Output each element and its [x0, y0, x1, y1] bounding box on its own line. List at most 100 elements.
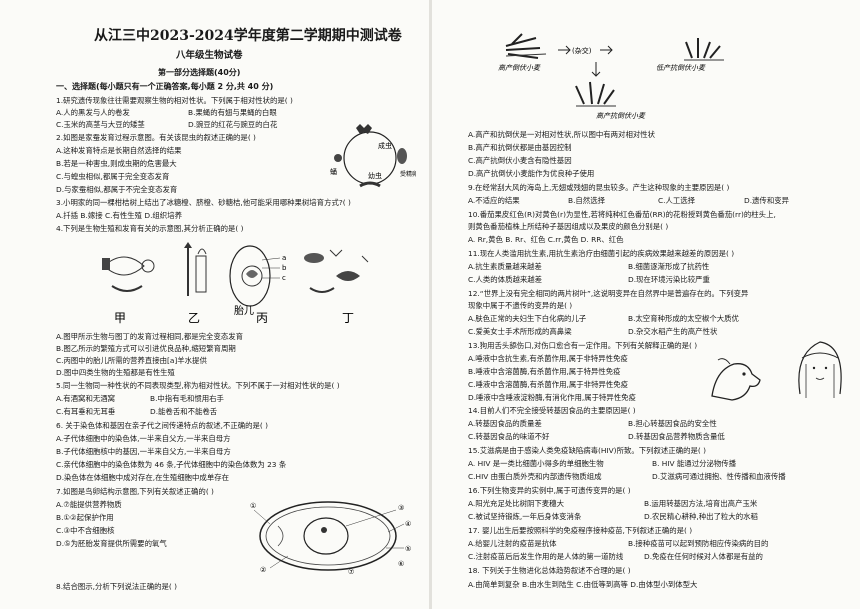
- q14-option-d: D.转基因食品营养物质含量低: [628, 432, 725, 441]
- fig2-label-egg: 受精卵: [400, 170, 416, 178]
- q1-option-b: B.果蝇的有翅与果蝇的白眼: [188, 108, 277, 117]
- q15-stem: 15.艾滋病是由于感染人类免疫缺陷病毒(HIV)所致。下列叙述正确的是( ): [468, 446, 706, 455]
- q11-option-a: A.抗生素质量越来越差: [468, 262, 542, 271]
- q2-option-a: A.这种发育特点是长期自然选择的结果: [56, 146, 182, 155]
- q12-stem-2: 现象中属于不遗传的变异的是( ): [468, 301, 573, 310]
- q12-option-c: C.爱美女士手术所形成的高鼻梁: [468, 327, 572, 336]
- q13-option-b: B.唾液中含溶菌酶,有杀菌作用,属于特异性免疫: [468, 367, 621, 376]
- fig2-label-pupa: 蛹: [330, 167, 337, 176]
- q6-option-c: C.亲代体细胞中的染色体数为 46 条,子代体细胞中的染色体数为 23 条: [56, 460, 287, 469]
- exam-title: 从江三中2023-2024学年度第二学期期中测试卷: [94, 28, 402, 44]
- q14-option-b: B.担心转基因食品的安全性: [628, 419, 717, 428]
- q9-option-d: D.遗传和变异: [744, 196, 789, 205]
- egg-label-5: ⑤: [405, 545, 411, 553]
- q11-option-c: C.人类的体质越来越差: [468, 275, 543, 284]
- q13-stem: 13.狗用舌头舔伤口,对伤口愈合有一定作用。下列有关解释正确的是( ): [468, 341, 698, 350]
- q2-stem: 2.如图是家蚕发育过程示意图。有关该昆虫的叙述正确的是( ): [56, 133, 256, 142]
- fig4-label-ding: 丁: [342, 311, 354, 325]
- q17-stem: 17. 婴儿出生后要按照科学的免疫程序接种疫苗,下列叙述正确的是( ): [468, 526, 693, 535]
- q8-stem: 8.结合图示,分析下列说法正确的是( ): [56, 582, 177, 591]
- q12-option-b: B.太空育种形成的太空椒个大质优: [628, 314, 739, 323]
- q4-option-d: D.图中四类生物的生殖都是有性生殖: [56, 368, 175, 377]
- q15-option-a: A. HIV 是一类比细菌小得多的单细胞生物: [468, 459, 604, 468]
- q14-option-c: C.转基因食品的味道不好: [468, 432, 550, 441]
- bird-egg-figure: ① ② ③ ④ ⑤ ⑥ ⑦: [250, 501, 411, 576]
- q17-option-d: D.免疫在任何时候对人体都是有益的: [644, 552, 763, 561]
- q7-option-b: B.①②起保护作用: [56, 513, 114, 522]
- q8-option-d: D.高产抗倒伏小麦能作为优良种子使用: [468, 169, 595, 178]
- q4-figure-strip: a b c 胎儿 甲 乙 丙 丁: [102, 242, 369, 325]
- q5-option-b: B.中指有毛和惯用右手: [150, 394, 224, 403]
- q9-stem: 9.在经常刮大风的海岛上,无翅或残翅的昆虫较多。产生这种现象的主要原因是( ): [468, 183, 730, 192]
- q4-stem: 4.下列是生物生殖和发育有关的示意图,其分析正确的是( ): [56, 224, 244, 233]
- q18-options: A.由简单到复杂 B.由水生到陆生 C.由低等到高等 D.由体型小到体型大: [468, 580, 698, 589]
- section1-heading: 一、选择题(每小题只有一个正确答案,每小题 2 分,共 40 分): [56, 82, 274, 91]
- q7-option-c: C.③中不含细胞核: [56, 526, 115, 535]
- q4-option-c: C.丙图中的胎儿所需的营养直接由[a]羊水提供: [56, 356, 207, 365]
- arrow-down-icon: [591, 62, 601, 77]
- q15-option-b: B. HIV 能通过分泌物传播: [652, 459, 737, 468]
- fig4-label-jia: 甲: [114, 311, 126, 325]
- arrow-right-icon-2: [600, 45, 613, 55]
- q15-option-c: C.HIV 由蛋白质外壳和内部遗传物质组成: [468, 472, 602, 481]
- girl-figure: [798, 341, 842, 398]
- q16-option-d: D.农民精心耕种,种出了粒大的水稻: [644, 512, 758, 521]
- q14-stem: 14.目前人们不完全接受转基因食品的主要原因是( ): [468, 406, 636, 415]
- q10-options: A. Rr,黄色 B. Rr、红色 C.rr,黄色 D. RR、红色: [468, 235, 624, 244]
- q12-stem: 12.“世界上没有完全相同的两片树叶”,这说明变异在自然界中是普遍存在的。下列变…: [468, 289, 749, 298]
- q13-option-a: A.唾液中含抗生素,有杀菌作用,属于非特异性免疫: [468, 354, 628, 363]
- q11-option-b: B.细菌逐渐形成了抗药性: [628, 262, 710, 271]
- left-page: 从江三中2023-2024学年度第二学期期中测试卷 八年级生物试卷 第一部分选择…: [56, 28, 416, 591]
- q7-option-d: D.⑤为胚胎发育提供所需要的氧气: [56, 539, 167, 548]
- fig8-cap-result: 高产抗倒伏小麦: [596, 112, 646, 120]
- q4-option-a: A.图甲所示生物与图丁的发育过程相同,都是完全变态发育: [56, 332, 244, 341]
- q8-option-a: A.高产和抗倒伏是一对相对性状,所以图中有两对相对性状: [468, 130, 656, 139]
- q12-option-a: A.肤色正常的夫妇生下白化病的儿子: [468, 314, 587, 323]
- fig4-mark-b: b: [282, 264, 287, 272]
- silkworm-cycle-figure: 成虫 受精卵 幼虫 蛹: [330, 124, 416, 188]
- q5-option-a: A.有酒窝和无酒窝: [56, 394, 116, 403]
- q16-option-a: A.阳光充足处比树阴下麦穗大: [468, 499, 564, 508]
- q2-option-c: C.与蝗虫相似,都属于完全变态发育: [56, 172, 170, 181]
- fig8-cap-tall: 高产倒伏小麦: [498, 64, 541, 72]
- arrow-right-icon: [558, 45, 571, 55]
- q13-option-d: D.唾液中含唾液淀粉酶,有消化作用,属于特异性免疫: [468, 393, 636, 402]
- q13-option-c: C.唾液中含溶菌酶,有杀菌作用,属于非特异性免疫: [468, 380, 629, 389]
- q14-option-a: A.转基因食品的质量差: [468, 419, 542, 428]
- q11-stem: 11.现在人类滥用抗生素,用抗生素治疗由细菌引起的疾病效果越来越差的原因是( ): [468, 249, 735, 258]
- q10-stem: 10.番茄果皮红色(R)对黄色(r)为显性,若将纯种红色番茄(RR)的花粉授到黄…: [468, 210, 776, 219]
- wheat-hybrid-figure: (杂交) 高产倒伏小麦 低产抗倒伏小麦 高产抗倒伏小麦: [498, 33, 724, 120]
- exam-subtitle: 八年级生物试卷: [176, 50, 243, 61]
- q6-option-b: B.子代体细胞核中的基因,一半来自父方,一半来自母方: [56, 447, 231, 456]
- q1-option-a: A.人的黑发与人的卷发: [56, 108, 130, 117]
- q5-option-c: C.有耳垂和无耳垂: [56, 407, 116, 416]
- q16-stem: 16.下列生物变异的实例中,属于可遗传变异的是( ): [468, 486, 631, 495]
- q2-option-d: D.与家蚕相似,都属于不完全变态发育: [56, 185, 178, 194]
- q8-option-c: C.高产抗倒伏小麦含有隐性基因: [468, 156, 572, 165]
- q3-options: A.扦插 B.嫁接 C.有性生殖 D.组织培养: [56, 211, 182, 220]
- q17-option-a: A.给婴儿注射的疫苗是抗体: [468, 539, 557, 548]
- fig4-ding: [304, 249, 369, 293]
- q2-option-b: B.若是一种害虫,则成虫期的危害最大: [56, 159, 177, 168]
- q18-stem: 18. 下列关于生物进化总体趋势叙述不合理的是( ): [468, 566, 631, 575]
- q1-stem: 1.研究遗传现象往往需要观察生物的相对性状。下列属于相对性状的是( ): [56, 96, 293, 105]
- q17-option-c: C.注射疫苗后后发生作用的是人体的第一道防线: [468, 552, 624, 561]
- q7-stem: 7.如图是鸟卵结构示意图,下列有关叙述正确的( ): [56, 487, 214, 496]
- q4-option-b: B.图乙所示的繁殖方式可以引进优良品种,缩短繁育周期: [56, 344, 236, 353]
- fig8-cap-cross: (杂交): [572, 46, 592, 55]
- fig8-cap-short: 低产抗倒伏小麦: [656, 64, 706, 72]
- page-fold: [429, 0, 432, 609]
- egg-label-6: ⑥: [398, 560, 404, 568]
- fig2-label-larva: 幼虫: [368, 171, 382, 180]
- q16-option-c: C.被试坚持锻炼,一年后身体变消条: [468, 512, 582, 521]
- q6-option-d: D.染色体在体细胞中成对存在,在生殖细胞中成单存在: [56, 473, 229, 482]
- dog-licking-figure: [711, 358, 761, 401]
- wheat-result-icon: [575, 81, 616, 107]
- q12-option-d: D.杂交水稻产生的高产性状: [628, 327, 718, 336]
- fig4-mark-a: a: [282, 254, 286, 262]
- q6-stem: 6. 关于染色体和基因在亲子代之间传递特点的叙述,不正确的是( ): [56, 421, 269, 430]
- part1-heading: 第一部分选择题(40分): [158, 68, 241, 77]
- q8-option-b: B.高产和抗倒伏都是由基因控制: [468, 143, 572, 152]
- q9-option-b: B.自然选择: [568, 196, 605, 205]
- fig4-yi: [184, 242, 207, 296]
